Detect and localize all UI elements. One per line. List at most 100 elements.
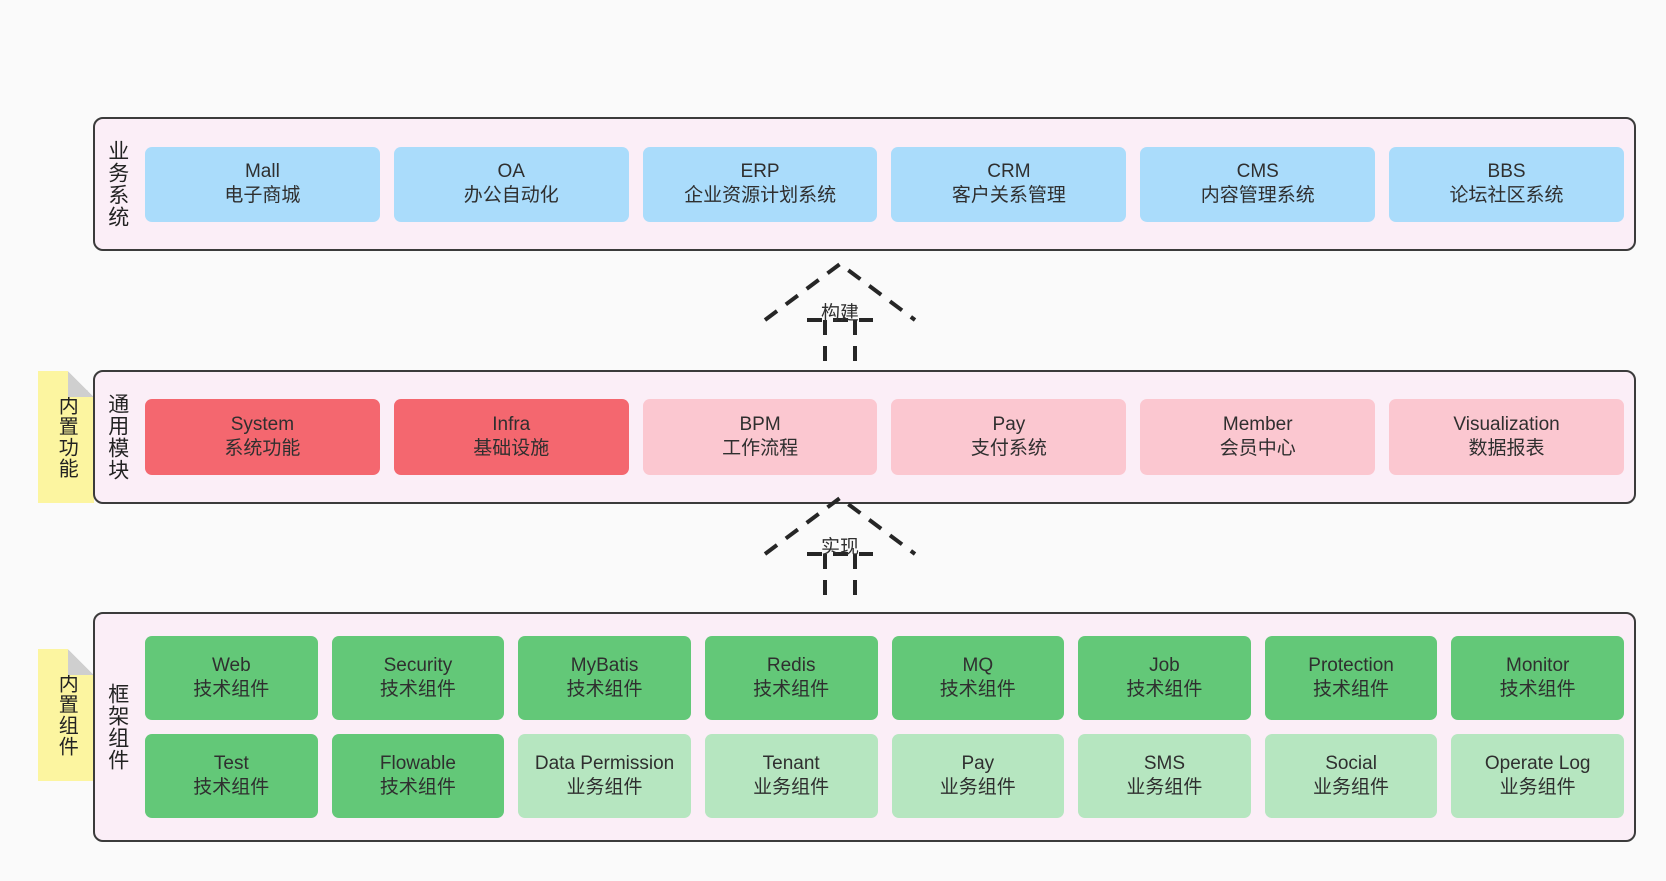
component-card-title: Tenant: [762, 753, 820, 775]
component-card-subtitle: 业务组件: [1313, 777, 1390, 798]
layer-business-systems: 业务系统 Mall 电子商城 OA 办公自动化 ERP 企业资源计划系统 CRM…: [93, 117, 1636, 251]
module-card-member[interactable]: Member 会员中心: [1140, 399, 1376, 475]
module-card-erp[interactable]: ERP 企业资源计划系统: [642, 146, 878, 222]
module-card-cms[interactable]: CMS 内容管理系统: [1140, 146, 1376, 222]
component-card-data-permission[interactable]: Data Permission 业务组件: [518, 734, 691, 818]
layer-common-title: 通用模块: [105, 393, 129, 481]
component-card-subtitle: 技术组件: [1126, 679, 1203, 700]
component-card-title: Monitor: [1506, 655, 1570, 677]
module-card-title: ERP: [740, 161, 780, 183]
module-card-title: OA: [497, 161, 525, 183]
module-card-title: System: [230, 414, 295, 436]
module-card-subtitle: 工作流程: [722, 438, 799, 459]
module-card-title: CRM: [987, 161, 1031, 183]
component-card-operate-log[interactable]: Operate Log 业务组件: [1451, 734, 1624, 818]
layer-business-modules: Mall 电子商城 OA 办公自动化 ERP 企业资源计划系统 CRM 客户关系…: [139, 119, 1634, 249]
module-card-title: Mall: [244, 161, 280, 183]
component-card-subtitle: 业务组件: [753, 777, 830, 798]
component-card-job[interactable]: Job 技术组件: [1078, 636, 1251, 720]
module-card-subtitle: 客户关系管理: [951, 185, 1066, 206]
component-card-title: Redis: [766, 655, 816, 677]
layer-framework-components: 框架组件 Web 技术组件 Security 技术组件 MyBatis 技术组件…: [93, 612, 1636, 842]
component-card-title: Test: [213, 753, 249, 775]
module-card-mall[interactable]: Mall 电子商城: [145, 146, 380, 222]
component-card-title: SMS: [1143, 753, 1186, 775]
module-card-title: Pay: [992, 414, 1026, 436]
component-card-mybatis[interactable]: MyBatis 技术组件: [518, 636, 691, 720]
layer-framework-title: 框架组件: [105, 683, 129, 771]
component-card-title: Data Permission: [534, 753, 675, 775]
component-card-pay[interactable]: Pay 业务组件: [891, 734, 1065, 818]
framework-row-business: Test 技术组件 Flowable 技术组件 Data Permission …: [145, 734, 1624, 818]
layer-business-title: 业务系统: [105, 140, 129, 228]
layer-common-module-list: System 系统功能 Infra 基础设施 BPM 工作流程 Pay 支付系统…: [139, 372, 1634, 502]
component-card-subtitle: 技术组件: [379, 777, 456, 798]
module-card-subtitle: 会员中心: [1219, 438, 1296, 459]
component-card-title: Operate Log: [1484, 753, 1591, 775]
component-card-mq[interactable]: MQ 技术组件: [891, 636, 1065, 720]
dashed-generalization-arrow-icon: [763, 495, 917, 600]
module-card-title: Infra: [492, 414, 531, 436]
sticky-note-builtin-features: 内置功能: [38, 371, 94, 503]
component-card-subtitle: 技术组件: [193, 679, 270, 700]
module-card-subtitle: 企业资源计划系统: [684, 185, 837, 206]
layer-common-modules: 通用模块 System 系统功能 Infra 基础设施 BPM 工作流程 Pay…: [93, 370, 1636, 504]
module-card-title: BBS: [1487, 161, 1526, 183]
module-card-title: Visualization: [1453, 414, 1560, 436]
component-card-subtitle: 技术组件: [939, 679, 1016, 700]
dashed-generalization-arrow-icon: [763, 261, 917, 366]
component-card-subtitle: 技术组件: [1313, 679, 1390, 700]
component-card-title: Protection: [1308, 655, 1394, 677]
module-card-bpm[interactable]: BPM 工作流程: [642, 399, 878, 475]
component-card-redis[interactable]: Redis 技术组件: [704, 636, 878, 720]
module-card-subtitle: 数据报表: [1468, 438, 1545, 459]
connector-build-arrow: 构建: [755, 258, 925, 368]
component-card-test[interactable]: Test 技术组件: [145, 734, 318, 818]
component-card-title: Job: [1149, 655, 1180, 677]
module-card-title: BPM: [739, 414, 781, 436]
component-card-subtitle: 业务组件: [1126, 777, 1203, 798]
module-card-subtitle: 支付系统: [970, 438, 1047, 459]
layer-framework-component-grid: Web 技术组件 Security 技术组件 MyBatis 技术组件 Redi…: [139, 614, 1634, 840]
component-card-security[interactable]: Security 技术组件: [331, 636, 505, 720]
module-card-visualization[interactable]: Visualization 数据报表: [1389, 399, 1624, 475]
framework-row-technical: Web 技术组件 Security 技术组件 MyBatis 技术组件 Redi…: [145, 636, 1624, 720]
connector-implement-arrow: 实现: [755, 492, 925, 602]
component-card-subtitle: 业务组件: [566, 777, 643, 798]
component-card-title: Web: [211, 655, 251, 677]
component-card-social[interactable]: Social 业务组件: [1264, 734, 1438, 818]
component-card-sms[interactable]: SMS 业务组件: [1078, 734, 1251, 818]
component-card-subtitle: 技术组件: [1499, 679, 1576, 700]
component-card-subtitle: 业务组件: [939, 777, 1016, 798]
module-card-crm[interactable]: CRM 客户关系管理: [891, 146, 1127, 222]
module-card-title: CMS: [1236, 161, 1279, 183]
component-card-subtitle: 业务组件: [1499, 777, 1576, 798]
component-card-tenant[interactable]: Tenant 业务组件: [704, 734, 878, 818]
component-card-title: MyBatis: [570, 655, 639, 677]
module-card-subtitle: 论坛社区系统: [1449, 185, 1564, 206]
module-card-system[interactable]: System 系统功能: [145, 399, 380, 475]
component-card-title: MQ: [962, 655, 994, 677]
component-card-subtitle: 技术组件: [193, 777, 270, 798]
module-card-subtitle: 电子商城: [224, 185, 301, 206]
module-card-subtitle: 系统功能: [224, 438, 301, 459]
module-card-pay[interactable]: Pay 支付系统: [891, 399, 1127, 475]
module-card-bbs[interactable]: BBS 论坛社区系统: [1389, 146, 1624, 222]
component-card-title: Flowable: [379, 753, 456, 775]
component-card-title: Security: [383, 655, 453, 677]
module-card-title: Member: [1222, 414, 1293, 436]
component-card-subtitle: 技术组件: [379, 679, 456, 700]
component-card-subtitle: 技术组件: [753, 679, 830, 700]
component-card-subtitle: 技术组件: [566, 679, 643, 700]
module-card-oa[interactable]: OA 办公自动化: [393, 146, 629, 222]
module-card-infra[interactable]: Infra 基础设施: [393, 399, 629, 475]
module-card-subtitle: 办公自动化: [463, 185, 559, 206]
component-card-title: Pay: [961, 753, 995, 775]
component-card-title: Social: [1325, 753, 1377, 775]
sticky-note-builtin-components: 内置组件: [38, 649, 94, 781]
component-card-web[interactable]: Web 技术组件: [145, 636, 318, 720]
component-card-flowable[interactable]: Flowable 技术组件: [331, 734, 505, 818]
component-card-monitor[interactable]: Monitor 技术组件: [1451, 636, 1624, 720]
component-card-protection[interactable]: Protection 技术组件: [1264, 636, 1438, 720]
module-card-subtitle: 基础设施: [473, 438, 550, 459]
